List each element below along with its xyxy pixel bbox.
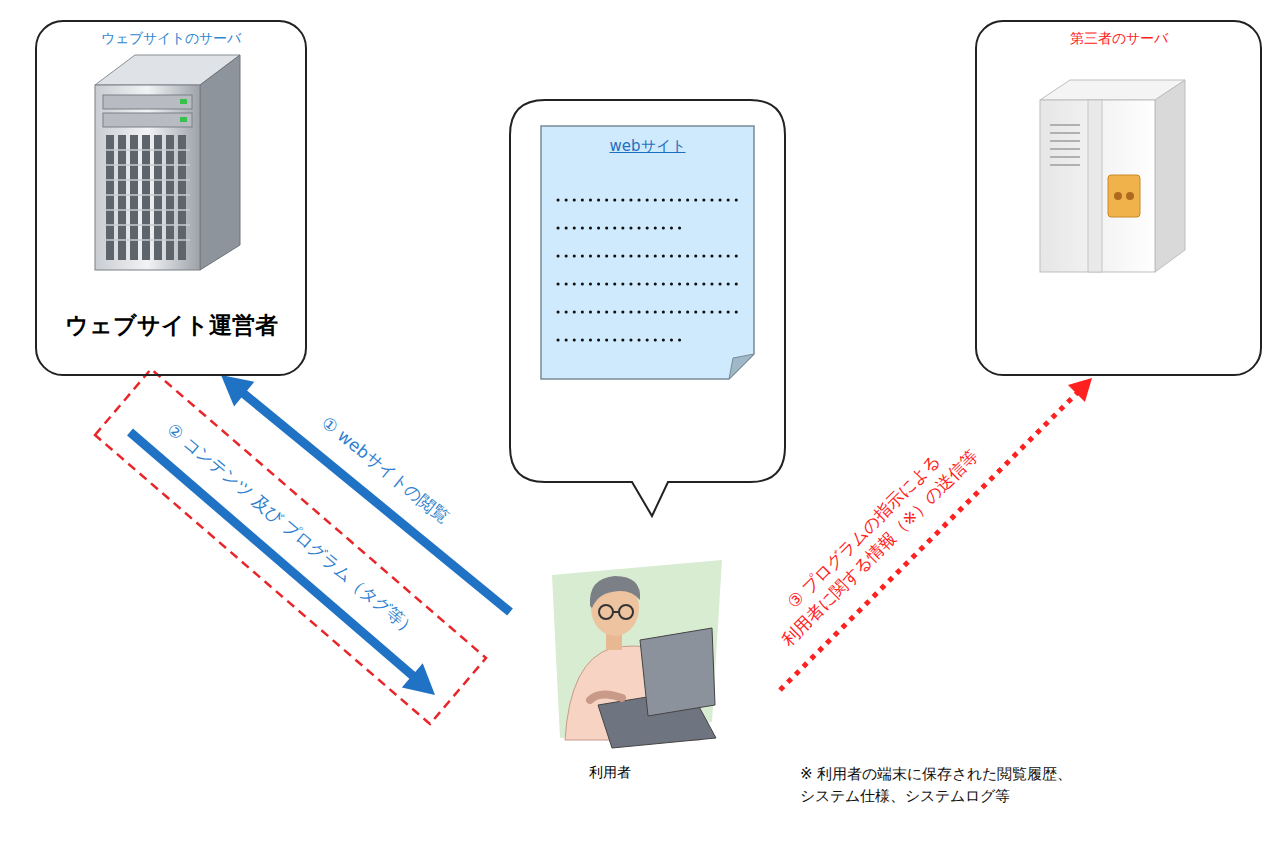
node-heading: webサイト	[540, 137, 755, 156]
page-shape	[540, 125, 755, 380]
user-illustration	[552, 560, 722, 748]
node-heading: ウェブサイトのサーバ	[37, 30, 305, 48]
arrow-head	[221, 375, 254, 406]
edge-label: ① webサイトの閲覧	[313, 408, 458, 532]
arrow-head	[402, 663, 435, 695]
footnote: ※ 利用者の端末に保存された閲覧履歴、 システム仕様、システムログ等	[800, 764, 1130, 808]
arrow-line	[243, 393, 510, 612]
server-box: ウェブサイトのサーバウェブサイト運営者	[35, 20, 307, 376]
server-box: 第三者のサーバ	[975, 20, 1262, 376]
speech-bubble	[510, 100, 785, 516]
node-title: ウェブサイト運営者	[37, 310, 305, 341]
arrow-line	[780, 392, 1078, 690]
arrow	[780, 378, 1092, 690]
node-heading: 利用者	[430, 764, 790, 782]
web-page: webサイト	[540, 125, 755, 380]
user: 利用者	[430, 550, 790, 790]
edge-label: ③ プログラムの指示による 利用者に関する情報（※）の送信等	[746, 414, 998, 666]
arrow-head	[1068, 378, 1092, 402]
server-icon	[1040, 80, 1185, 272]
server-icon	[95, 55, 240, 270]
node-heading: 第三者のサーバ	[977, 30, 1260, 48]
edge-label: ② コンテンツ 及び プログラム（タグ等）	[158, 415, 426, 645]
